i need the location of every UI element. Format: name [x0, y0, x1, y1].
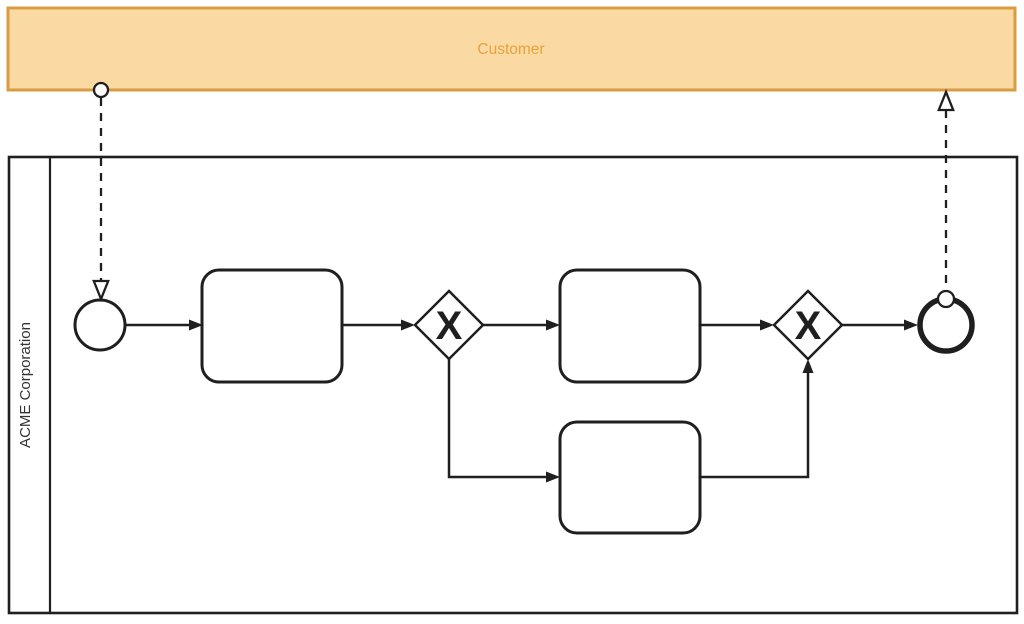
arrowhead-icon	[802, 359, 814, 373]
xor-gateway-symbol: X	[436, 304, 463, 348]
sequence-flow-task2-to-gateway2	[700, 319, 774, 331]
task-2	[558, 268, 702, 384]
sequence-flow-gateway1-to-task2	[483, 319, 560, 331]
arrowhead-icon	[189, 319, 203, 331]
flow-line	[700, 373, 810, 479]
customer-pool-label: Customer	[477, 41, 544, 58]
arrowhead-icon	[546, 319, 560, 331]
task-1	[200, 268, 344, 384]
sequence-flow-gateway1-to-task3	[447, 359, 560, 483]
xor-gateway-symbol: X	[795, 304, 822, 348]
message-flow-customer-to-start	[92, 81, 110, 303]
message-source-circle-icon	[936, 289, 956, 309]
task-3	[558, 420, 702, 535]
flow-line	[447, 359, 546, 479]
open-arrowhead-icon	[937, 88, 955, 112]
customer-pool: Customer	[6, 6, 1017, 92]
message-flow-end-to-customer	[936, 88, 956, 309]
task-rect	[558, 420, 702, 535]
task-rect	[558, 268, 702, 384]
sequence-flow-start-to-task1	[125, 319, 203, 331]
customer-pool-rect	[6, 6, 1017, 92]
gateway-diamond	[772, 289, 844, 361]
sequence-flow-gateway2-to-end	[842, 319, 918, 331]
arrowhead-icon	[546, 471, 560, 483]
open-arrowhead-icon	[92, 279, 110, 303]
start-event-circle	[73, 298, 127, 352]
message-source-circle-icon	[92, 81, 110, 99]
gateway-2: X	[772, 289, 844, 361]
start-event	[73, 298, 127, 352]
arrowhead-icon	[401, 319, 415, 331]
task-rect	[200, 268, 344, 384]
sequence-flow-task1-to-gateway1	[342, 319, 415, 331]
acme-pool: ACME Corporation	[7, 155, 1019, 615]
sequence-flow-task3-to-gateway2	[700, 359, 814, 479]
acme-pool-rect	[7, 155, 1019, 615]
arrowhead-icon	[760, 319, 774, 331]
acme-pool-label: ACME Corporation	[17, 322, 34, 448]
gateway-1: X	[413, 289, 485, 361]
arrowhead-icon	[904, 319, 918, 331]
gateway-diamond	[413, 289, 485, 361]
